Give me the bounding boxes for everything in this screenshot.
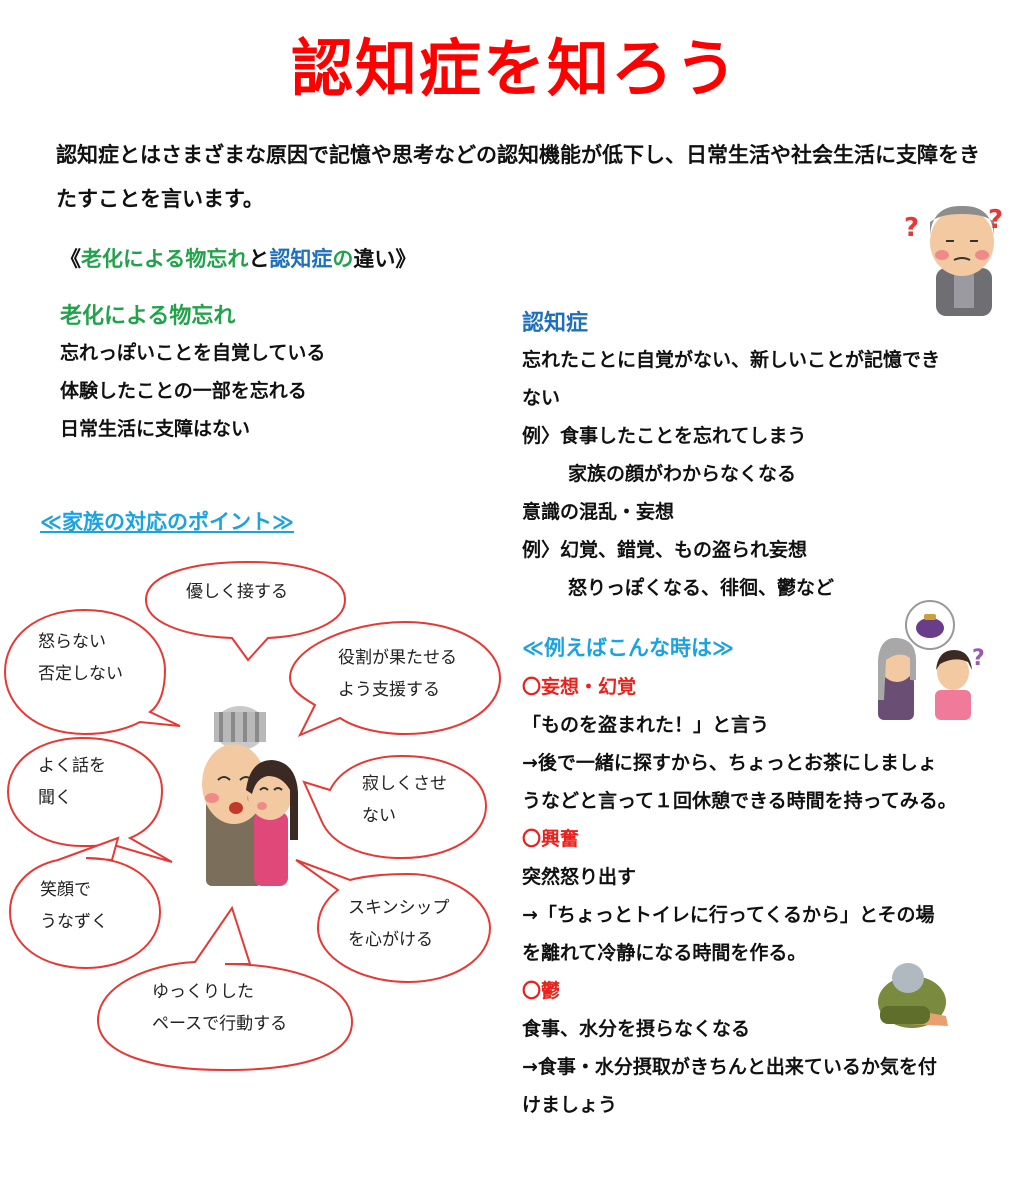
bubble-anger: 怒らない 否定しない: [38, 626, 123, 690]
svg-text:?: ?: [972, 646, 985, 671]
excitement-heading: 〇興奮: [522, 828, 580, 850]
heading-dementia-part: 認知症: [269, 247, 333, 271]
dementia-column: 認知症 忘れたことに自覚がない、新しいことが記憶でき ない 例〉食事したことを忘…: [522, 305, 940, 607]
bubble-lonely-text: ない: [362, 806, 396, 826]
bubble-role: 役割が果たせる よう支援する: [338, 642, 457, 706]
bubble-anger-text: 否定しない: [38, 664, 123, 684]
delusion-heading: 〇妄想・幻覚: [522, 676, 637, 698]
aging-line: 体験したことの一部を忘れる: [60, 380, 307, 402]
family-section-title: ≪家族の対応のポイント≫: [40, 510, 294, 534]
depression-line: →食事・水分摂取がきちんと出来ているか気を付: [522, 1056, 937, 1078]
aging-title: 老化による物忘れ: [60, 304, 236, 329]
dementia-line: 忘れたことに自覚がない、新しいことが記憶でき: [522, 349, 941, 371]
bubble-role-text: よう支援する: [338, 680, 440, 700]
bubble-anger-text: 怒らない: [38, 632, 106, 652]
bubble-smile: 笑顔で うなずく: [40, 874, 108, 938]
excitement-line: を離れて冷静になる時間を作る。: [522, 942, 807, 964]
dementia-line: ない: [522, 387, 561, 409]
dementia-line: 家族の顔がわからなくなる: [568, 463, 797, 485]
bubble-skin: スキンシップ を心がける: [348, 892, 450, 956]
delusion-line: 「ものを盗まれた！」と言う: [522, 714, 770, 736]
delusion-line: →後で一緒に探すから、ちょっとお茶にしましょ: [522, 752, 937, 774]
aging-line: 日常生活に支障はない: [60, 418, 251, 440]
heading-close-bracket: 》: [395, 247, 417, 271]
bubble-pace: ゆっくりした ペースで行動する: [152, 976, 287, 1040]
bubble-smile-text: うなずく: [40, 912, 108, 932]
bubble-listen-text: よく話を: [38, 756, 106, 776]
bubble-pace-text: ペースで行動する: [152, 1014, 288, 1034]
page-title: 認知症を知ろう: [290, 32, 739, 105]
heading-difference-part: 違い: [353, 247, 396, 271]
delusion-line: うなどと言って１回休憩できる時間を持ってみる。: [522, 790, 957, 812]
bubble-smile-text: 笑顔で: [40, 880, 91, 900]
bubble-listen-text: 聞く: [38, 788, 72, 808]
heading-open-bracket: 《: [60, 247, 81, 271]
dementia-title: 認知症: [522, 311, 589, 336]
examples-column: 〇妄想・幻覚 「ものを盗まれた！」と言う →後で一緒に探すから、ちょっとお茶にし…: [522, 668, 957, 1124]
bubble-kind: 優しく接する: [186, 576, 288, 608]
excitement-line: 突然怒り出す: [522, 866, 637, 888]
bubble-skin-text: スキンシップ: [348, 898, 450, 918]
dementia-line: 怒りっぽくなる、徘徊、鬱など: [568, 577, 835, 599]
excitement-line: →「ちょっとトイレに行ってくるから」とその場: [522, 904, 935, 926]
aging-line: 忘れっぽいことを自覚している: [60, 342, 326, 364]
bubble-role-text: 役割が果たせる: [338, 648, 457, 668]
dementia-line: 意識の混乱・妄想: [522, 501, 675, 523]
aging-column: 老化による物忘れ 忘れっぽいことを自覚している 体験したことの一部を忘れる 日常…: [60, 298, 325, 448]
depression-line: けましょう: [522, 1094, 618, 1116]
grandmother-caregiver-illustration: [202, 706, 298, 886]
examples-section-title: ≪例えばこんな時は≫: [522, 636, 734, 660]
bubble-kind-text: 優しく接する: [186, 582, 288, 602]
bubble-skin-text: を心がける: [348, 930, 433, 950]
heading-and-part: と: [248, 247, 270, 271]
dementia-line: 例〉幻覚、錯覚、もの盗られ妄想: [522, 539, 808, 561]
bubble-listen: よく話を 聞く: [38, 750, 106, 814]
bubble-lonely-text: 寂しくさせ: [362, 774, 447, 794]
bubble-pace-text: ゆっくりした: [152, 982, 254, 1002]
heading-no-part: の: [332, 247, 354, 271]
dementia-line: 例〉食事したことを忘れてしまう: [522, 425, 807, 447]
confused-elder-illustration: ? ?: [904, 205, 1003, 316]
depression-heading: 〇鬱: [522, 980, 561, 1002]
heading-aging-part: 老化による物忘れ: [81, 247, 249, 271]
depression-line: 食事、水分を摂らなくなる: [522, 1018, 751, 1040]
intro-text: 認知症とはさまざまな原因で記憶や思考などの認知機能が低下し、日常生活や社会生活に…: [56, 143, 980, 211]
bubble-lonely: 寂しくさせ ない: [362, 768, 447, 832]
difference-heading: 《老化による物忘れと認知症の違い》: [60, 243, 416, 273]
